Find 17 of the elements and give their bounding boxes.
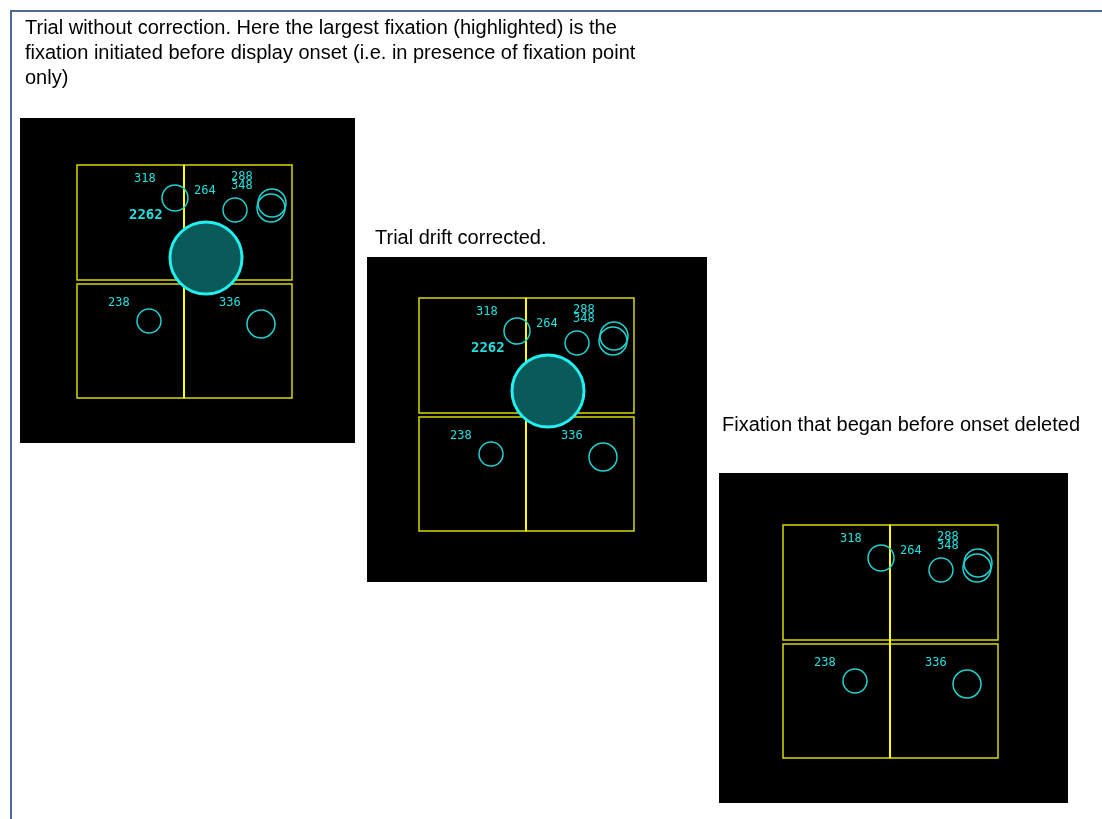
duration-label: 336 [219,296,241,309]
duration-label: 264 [536,317,558,330]
duration-label: 336 [561,429,583,442]
duration-label: 238 [814,656,836,669]
panel-caption: Fixation that began before onset deleted [722,412,1082,437]
panel-caption: Trial without correction. Here the largest fixation (highlighted) is the fixation initiated before display onset (i.e. in presence of fixation point only) [25,15,637,90]
duration-label: 264 [194,184,216,197]
duration-label: 2262 [129,207,163,222]
duration-label: 238 [450,429,472,442]
duration-label: 318 [134,172,156,185]
panel-caption: Trial drift corrected. [375,225,548,250]
duration-label: 2262 [471,340,505,355]
duration-label: 238 [108,296,130,309]
duration-label: 336 [925,656,947,669]
duration-label: 264 [900,544,922,557]
duration-label: 318 [840,532,862,545]
duration-label: 318 [476,305,498,318]
